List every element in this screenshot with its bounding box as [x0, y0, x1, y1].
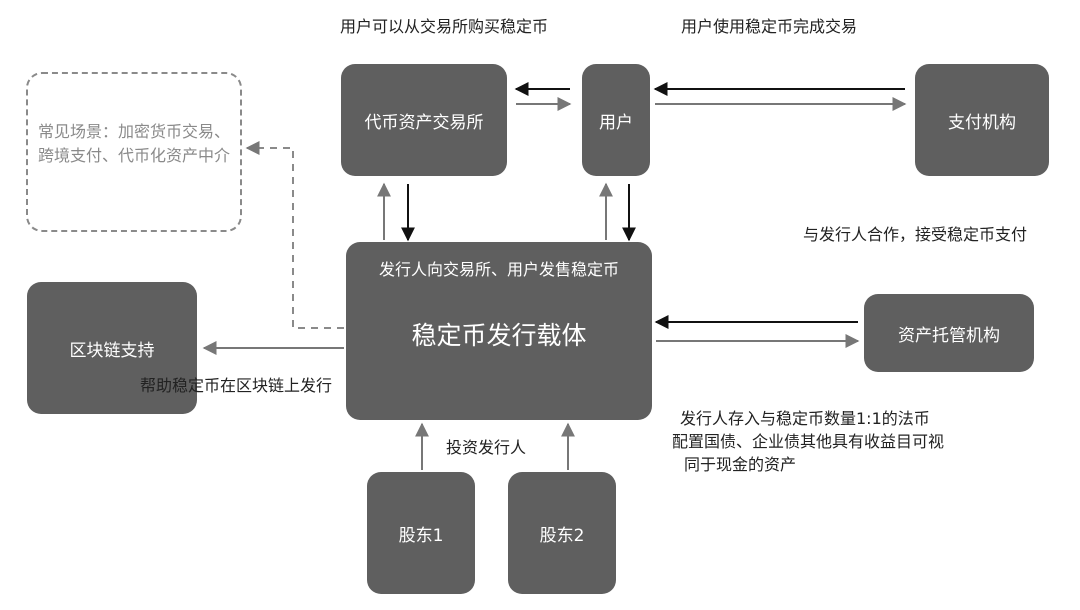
label-custody-line3: 同于现金的资产 [684, 455, 797, 474]
shareholder1-label: 股东1 [398, 525, 444, 546]
arrow-issuer-to-scenarios [245, 141, 344, 329]
scenarios-box: 常见场景：加密货币交易、跨境支付、代币化资产中介 [26, 72, 242, 232]
label-invest: 投资发行人 [446, 438, 527, 457]
issuer-subtitle: 发行人向交易所、用户发售稳定币 [378, 260, 619, 279]
scenarios-text: 常见场景：加密货币交易、跨境支付、代币化资产中介 [38, 122, 231, 165]
shareholder1-node: 股东1 [367, 472, 475, 594]
custody-node: 资产托管机构 [864, 294, 1034, 372]
label-payment-coop: 与发行人合作，接受稳定币支付 [803, 225, 1028, 244]
blockchain-label: 区块链支持 [69, 340, 155, 361]
user-label: 用户 [599, 112, 633, 133]
custody-label: 资产托管机构 [898, 325, 1000, 346]
exchange-node: 代币资产交易所 [341, 64, 507, 176]
shareholder2-label: 股东2 [539, 525, 585, 546]
label-user-transaction: 用户使用稳定币完成交易 [681, 17, 858, 36]
shareholder2-node: 股东2 [508, 472, 616, 594]
payment-node: 支付机构 [915, 64, 1049, 176]
user-node: 用户 [582, 64, 650, 176]
label-custody-line1: 发行人存入与稳定币数量1:1的法币 [680, 409, 930, 428]
label-custody-line2: 配置国债、企业债其他具有收益目可视 [672, 432, 945, 451]
payment-label: 支付机构 [948, 112, 1016, 133]
label-buy-from-exchange: 用户可以从交易所购买稳定币 [340, 17, 549, 36]
issuer-title: 稳定币发行载体 [411, 321, 587, 350]
exchange-label: 代币资产交易所 [364, 112, 484, 133]
label-blockchain-help: 帮助稳定币在区块链上发行 [140, 376, 333, 395]
blockchain-node: 区块链支持 [27, 282, 197, 414]
issuer-node: 发行人向交易所、用户发售稳定币 稳定币发行载体 [346, 242, 652, 420]
